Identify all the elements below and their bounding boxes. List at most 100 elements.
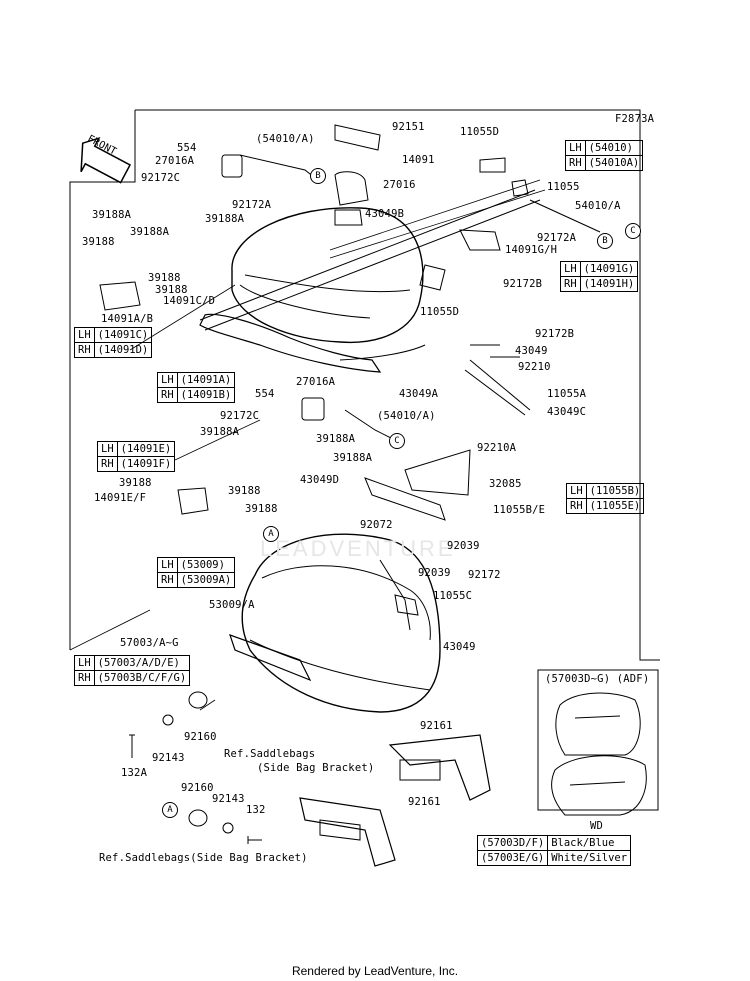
callout-43049c: 43049C bbox=[547, 406, 587, 418]
grommet-92160-a bbox=[188, 691, 208, 709]
callout-92172b-top: 92172B bbox=[503, 278, 543, 290]
bolt-132a bbox=[129, 734, 135, 758]
table-cell: LH bbox=[565, 140, 586, 156]
ref-saddlebags-2: Ref.Saddlebags(Side Bag Bracket) bbox=[99, 852, 308, 864]
callout-54010a-mid: (54010/A) bbox=[377, 410, 436, 422]
ref-saddlebags-1: Ref.Saddlebags bbox=[224, 748, 316, 760]
callout-57003ag: 57003/A~G bbox=[120, 637, 179, 649]
table-11055be: LH(11055B) RH(11055E) bbox=[566, 483, 645, 514]
table-cell: (11055E) bbox=[585, 498, 645, 514]
table-cell: (53009) bbox=[176, 557, 236, 573]
callout-132: 132 bbox=[246, 804, 266, 816]
callout-43049d: 43049D bbox=[300, 474, 340, 486]
table-cell: (11055B) bbox=[585, 483, 645, 499]
callout-92161-a: 92161 bbox=[420, 720, 453, 732]
table-14091cd: LH(14091C) RH(14091D) bbox=[74, 327, 153, 358]
lock-27016 bbox=[334, 171, 369, 206]
table-cell: LH bbox=[74, 655, 95, 671]
inset-bag-top bbox=[555, 692, 641, 756]
top-trunk-trim bbox=[199, 313, 382, 373]
callout-54010a-top: (54010/A) bbox=[256, 133, 315, 145]
table-cell: (57003E/G) bbox=[476, 850, 549, 866]
table-cell: RH bbox=[560, 276, 581, 292]
callout-27016a-mid: 27016A bbox=[296, 376, 336, 388]
table-cell: (54010) bbox=[584, 140, 644, 156]
table-cell: RH bbox=[566, 498, 587, 514]
circle-c-2: C bbox=[389, 433, 405, 449]
washer-92143-a bbox=[162, 714, 174, 726]
lock-assembly-top bbox=[221, 154, 243, 178]
table-14091ab: LH(14091A) RH(14091B) bbox=[157, 372, 236, 403]
callout-43049a: 43049A bbox=[399, 388, 439, 400]
callout-39188a-5: 39188A bbox=[316, 433, 356, 445]
callout-43049b: 43049B bbox=[365, 208, 405, 220]
bracket-11055be bbox=[364, 477, 446, 521]
table-54010: LH(54010) RH(54010A) bbox=[565, 140, 644, 171]
table-14091gh: LH(14091G) RH(14091H) bbox=[560, 261, 639, 292]
table-cell: RH bbox=[157, 572, 178, 588]
table-cell: LH bbox=[74, 327, 95, 343]
callout-43049-b: 43049 bbox=[443, 641, 476, 653]
callout-92160-a: 92160 bbox=[184, 731, 217, 743]
callout-54010a-right: 54010/A bbox=[575, 200, 621, 212]
callout-14091cd: 14091C/D bbox=[163, 295, 216, 307]
callout-92039-a: 92039 bbox=[447, 540, 480, 552]
table-cell: LH bbox=[566, 483, 587, 499]
color-row: (57003D/F)Black/Blue bbox=[476, 835, 632, 851]
table-cell: (14091F) bbox=[116, 456, 176, 472]
circle-a-2: A bbox=[162, 802, 178, 818]
bracket-11055d bbox=[479, 157, 506, 173]
inset-color-table: (57003D/F)Black/Blue (57003E/G)White/Sil… bbox=[476, 835, 632, 866]
callout-11055: 11055 bbox=[547, 181, 580, 193]
callout-39188a-1: 39188A bbox=[92, 209, 132, 221]
callout-14091: 14091 bbox=[402, 154, 435, 166]
table-cell: (53009A) bbox=[176, 572, 236, 588]
callout-92151: 92151 bbox=[392, 121, 425, 133]
rack-bar bbox=[199, 189, 541, 331]
washer-92143-b bbox=[222, 822, 234, 834]
watermark: LEADVENTURE bbox=[260, 536, 456, 561]
saddlebag-trim bbox=[229, 634, 312, 682]
callout-92143-a: 92143 bbox=[152, 752, 185, 764]
table-cell: LH bbox=[560, 261, 581, 277]
table-cell: (14091D) bbox=[93, 342, 153, 358]
callout-92172b-mid: 92172B bbox=[535, 328, 575, 340]
callout-39188-5: 39188 bbox=[228, 485, 261, 497]
rod-11055a bbox=[464, 359, 531, 416]
panel-14091cd bbox=[99, 281, 141, 311]
callout-92160-b: 92160 bbox=[181, 782, 214, 794]
table-cell: (14091H) bbox=[579, 276, 639, 292]
callout-92210a: 92210A bbox=[477, 442, 517, 454]
callout-554-top: 554 bbox=[177, 142, 197, 154]
circle-c-1: C bbox=[625, 223, 641, 239]
callout-14091gh: 14091G/H bbox=[505, 244, 558, 256]
callout-11055c: 11055C bbox=[433, 590, 473, 602]
table-cell: (57003D/F) bbox=[476, 835, 549, 851]
bracket-14091 bbox=[334, 124, 381, 151]
circle-a-1: A bbox=[263, 526, 279, 542]
bolt-132 bbox=[247, 836, 262, 844]
callout-39188a-3: 39188A bbox=[130, 226, 170, 238]
callout-32085: 32085 bbox=[489, 478, 522, 490]
callout-39188-6: 39188 bbox=[245, 503, 278, 515]
table-14091ef: LH(14091E) RH(14091F) bbox=[97, 441, 176, 472]
circle-b-1: B bbox=[310, 168, 326, 184]
panel-14091ef bbox=[177, 487, 209, 515]
callout-39188-2: 39188 bbox=[148, 272, 181, 284]
side-bag-bracket-lower bbox=[299, 797, 396, 867]
plate-32085 bbox=[404, 449, 471, 496]
table-cell: (54010A) bbox=[584, 155, 644, 171]
callout-39188a-6: 39188A bbox=[333, 452, 373, 464]
inset-frame bbox=[537, 669, 659, 811]
front-arrow-icon bbox=[80, 136, 132, 184]
callout-39188-1: 39188 bbox=[82, 236, 115, 248]
table-cell: RH bbox=[74, 670, 95, 686]
footer-credit: Rendered by LeadVenture, Inc. bbox=[291, 964, 459, 978]
callout-554-mid: 554 bbox=[255, 388, 275, 400]
ref-side-bag-bracket-1: (Side Bag Bracket) bbox=[257, 762, 375, 774]
table-cell: RH bbox=[74, 342, 95, 358]
callout-92172a-right: 92172A bbox=[537, 232, 577, 244]
frame-outline bbox=[135, 109, 660, 661]
callout-27016: 27016 bbox=[383, 179, 416, 191]
callout-27016a-top: 27016A bbox=[155, 155, 195, 167]
